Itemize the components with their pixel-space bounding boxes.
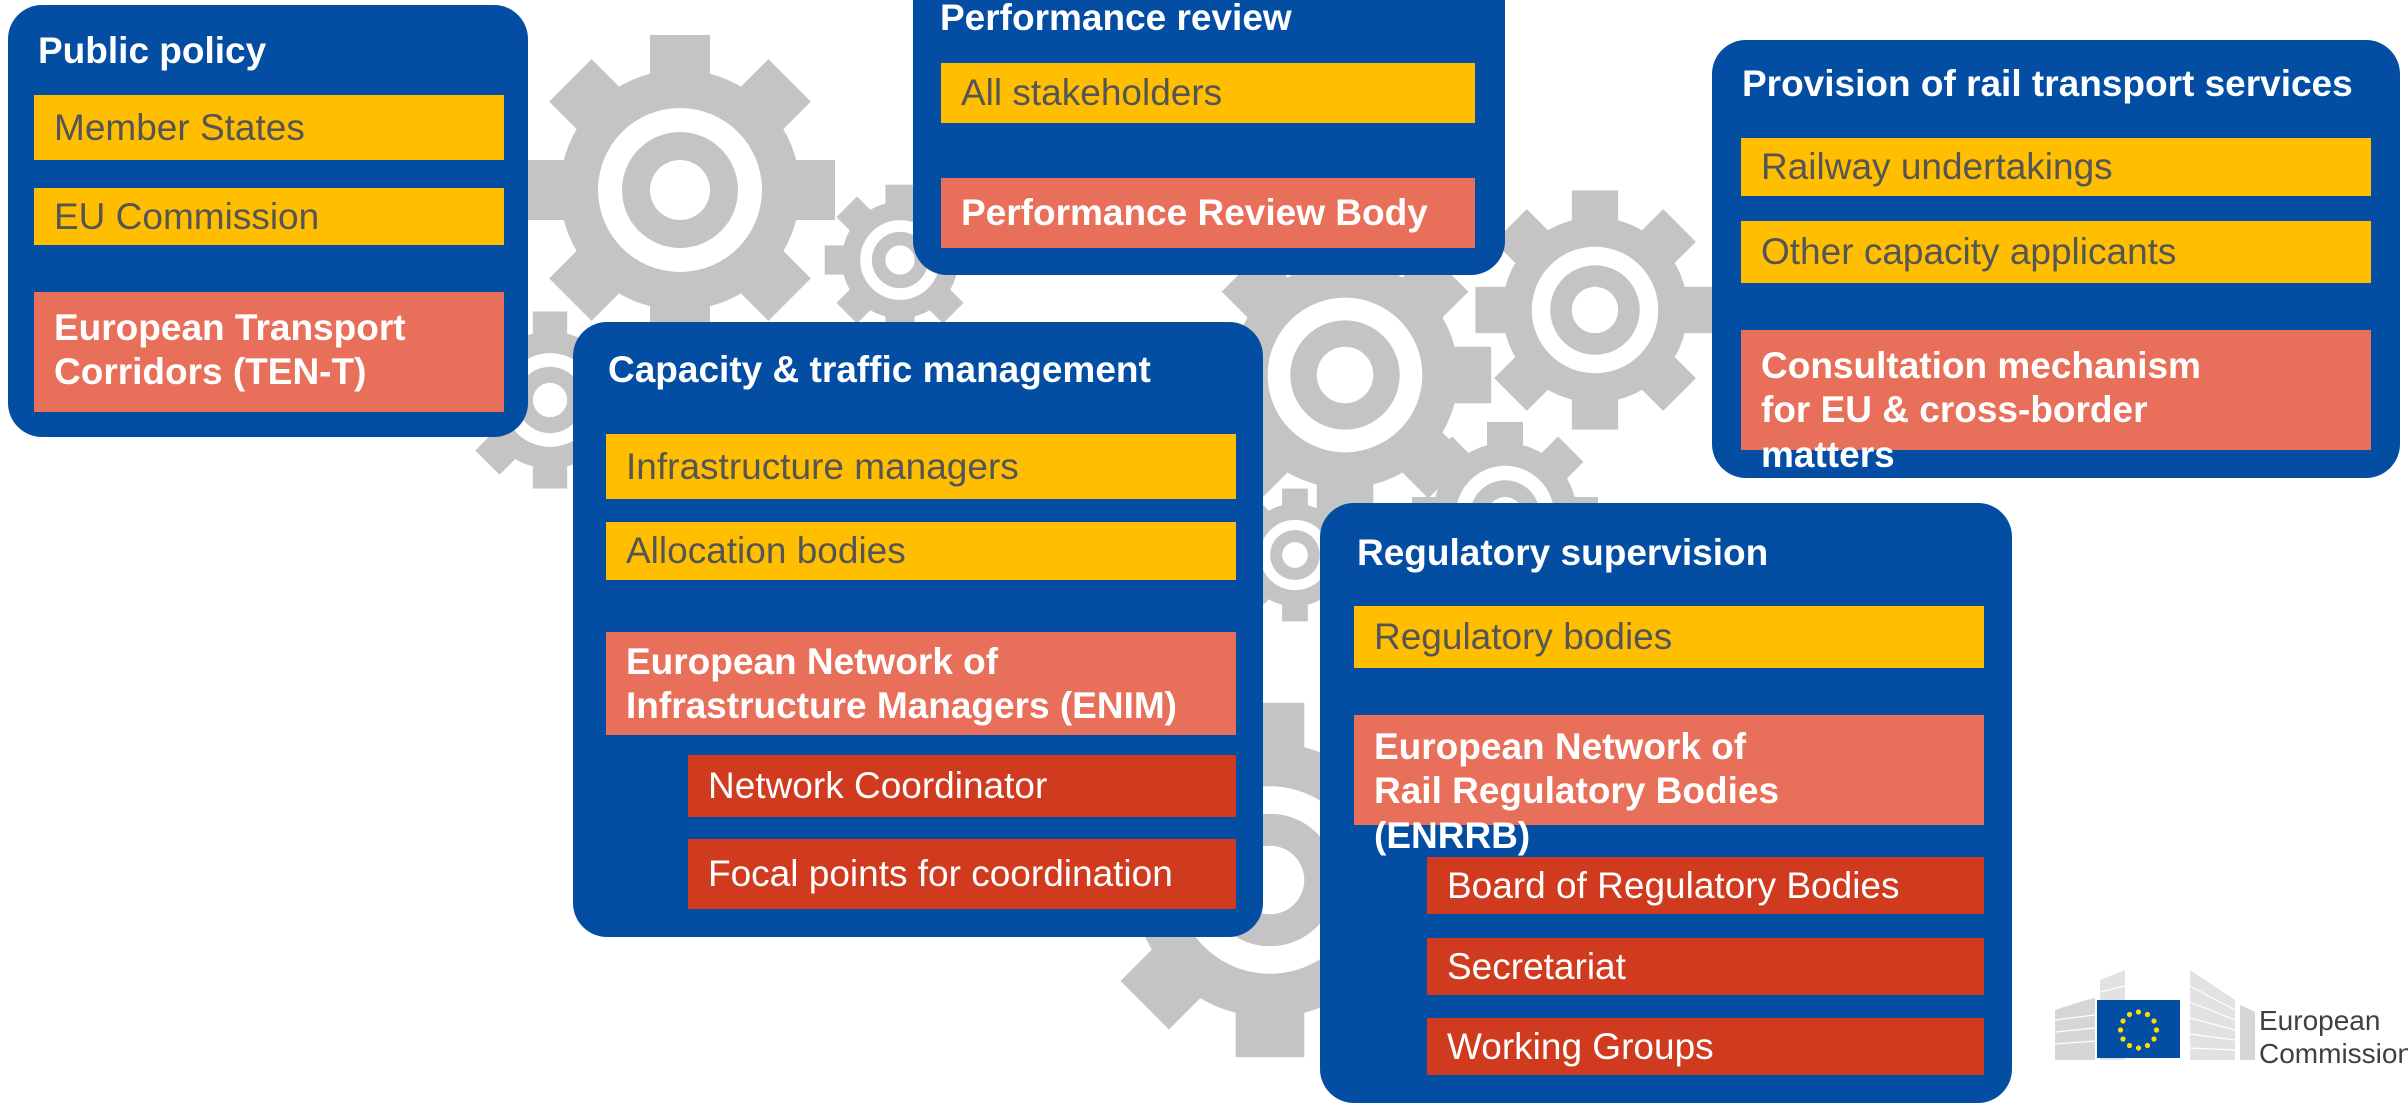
body-ten-t: European Transport Corridors (TEN-T): [34, 292, 504, 412]
eu-flag-icon: [2055, 970, 2255, 1060]
body-enim: European Network of Infrastructure Manag…: [606, 632, 1236, 735]
stakeholder-railway-undertakings: Railway undertakings: [1741, 138, 2371, 196]
rail-services-panel: Provision of rail transport services Rai…: [1712, 40, 2400, 478]
panel-title: Performance review: [940, 0, 1292, 38]
body-consultation-mechanism: Consultation mechanism for EU & cross-bo…: [1741, 330, 2371, 475]
sub-body-focal-points: Focal points for coordination: [688, 839, 1236, 909]
logo-line-1: European: [2259, 1005, 2381, 1036]
stakeholder-all: All stakeholders: [941, 63, 1475, 123]
logo-line-2: Commission: [2259, 1038, 2408, 1070]
stakeholder-allocation-bodies: Allocation bodies: [606, 522, 1236, 580]
sub-body-board: Board of Regulatory Bodies: [1427, 857, 1984, 914]
logo-text: European Commission: [2259, 1004, 2408, 1070]
panel-title: Public policy: [38, 30, 267, 71]
sub-body-working-groups: Working Groups: [1427, 1018, 1984, 1075]
panel-title: Capacity & traffic management: [608, 349, 1151, 390]
stakeholder-infrastructure-managers: Infrastructure managers: [606, 434, 1236, 499]
panel-title: Regulatory supervision: [1357, 532, 1769, 573]
capacity-traffic-panel: Capacity & traffic management Infrastruc…: [573, 322, 1263, 937]
sub-body-network-coordinator: Network Coordinator: [688, 755, 1236, 817]
panel-title: Provision of rail transport services: [1742, 63, 2353, 104]
regulatory-supervision-panel: Regulatory supervision Regulatory bodies…: [1320, 503, 2012, 1103]
public-policy-panel: Public policy Member States EU Commissio…: [8, 5, 528, 437]
stakeholder-eu-commission: EU Commission: [34, 188, 504, 245]
sub-body-secretariat: Secretariat: [1427, 938, 1984, 995]
body-performance-review: Performance Review Body: [941, 178, 1475, 248]
stakeholder-regulatory-bodies: Regulatory bodies: [1354, 606, 1984, 668]
body-enrrb: European Network of Rail Regulatory Bodi…: [1354, 715, 1984, 856]
stakeholder-other-applicants: Other capacity applicants: [1741, 221, 2371, 283]
stakeholder-member-states: Member States: [34, 95, 504, 160]
performance-review-panel: Performance review All stakeholders Perf…: [913, 0, 1505, 275]
